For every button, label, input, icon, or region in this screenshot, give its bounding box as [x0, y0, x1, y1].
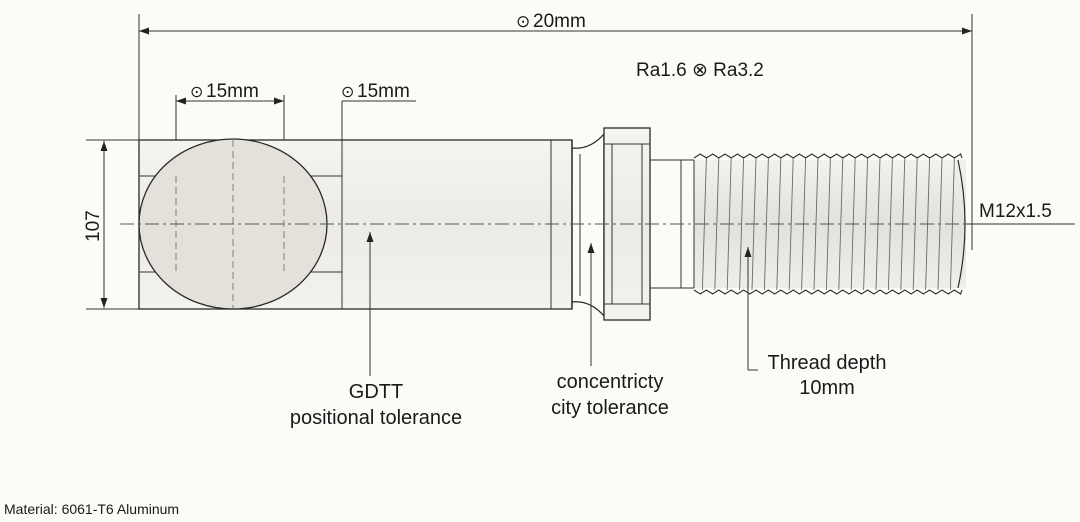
height-label: 107 — [83, 210, 104, 242]
gdtt-callout: GDTT positional tolerance — [290, 232, 462, 429]
gdtt-label: GDTT — [349, 381, 403, 403]
thread-pitch-line — [739, 157, 745, 291]
hole-offset-label: 15mm — [357, 81, 410, 102]
concentricity-sublabel: city tolerance — [551, 397, 669, 419]
thread-pitch-line — [714, 157, 720, 291]
thread-spec-label: M12x1.5 — [979, 201, 1052, 222]
thread-crest-bottom — [693, 289, 963, 295]
thread-depth-value: 10mm — [799, 377, 855, 399]
hole-spacing-dimension: ⊙ 15mm — [175, 81, 285, 225]
thread-depth-label: Thread depth — [768, 352, 887, 374]
thread-pitch-line — [788, 157, 794, 291]
material-note: Material: 6061-T6 Aluminum — [4, 501, 179, 517]
gdtt-sublabel: positional tolerance — [290, 407, 462, 429]
concentricity-label: concentricty — [557, 371, 664, 393]
neck-groove — [571, 132, 605, 318]
concentricity-callout: concentricty city tolerance — [551, 243, 669, 419]
thread-crest-top — [693, 153, 963, 159]
thread-pitch-line — [763, 157, 769, 291]
hole-spacing-label: 15mm — [206, 81, 259, 102]
thread-depth-callout: Thread depth 10mm — [744, 247, 887, 399]
surface-finish-label: Ra1.6 ⊗ Ra3.2 — [636, 60, 764, 81]
overall-length-label: 20mm — [533, 11, 586, 32]
overall-length-dimension: ⊙ 20mm — [138, 11, 973, 250]
hole-position-symbol: ⊙ — [190, 84, 203, 101]
height-dimension: 107 — [83, 139, 140, 310]
overall-position-symbol: ⊙ — [516, 12, 530, 31]
offset-position-symbol: ⊙ — [341, 84, 354, 101]
groove-shape — [571, 132, 605, 318]
